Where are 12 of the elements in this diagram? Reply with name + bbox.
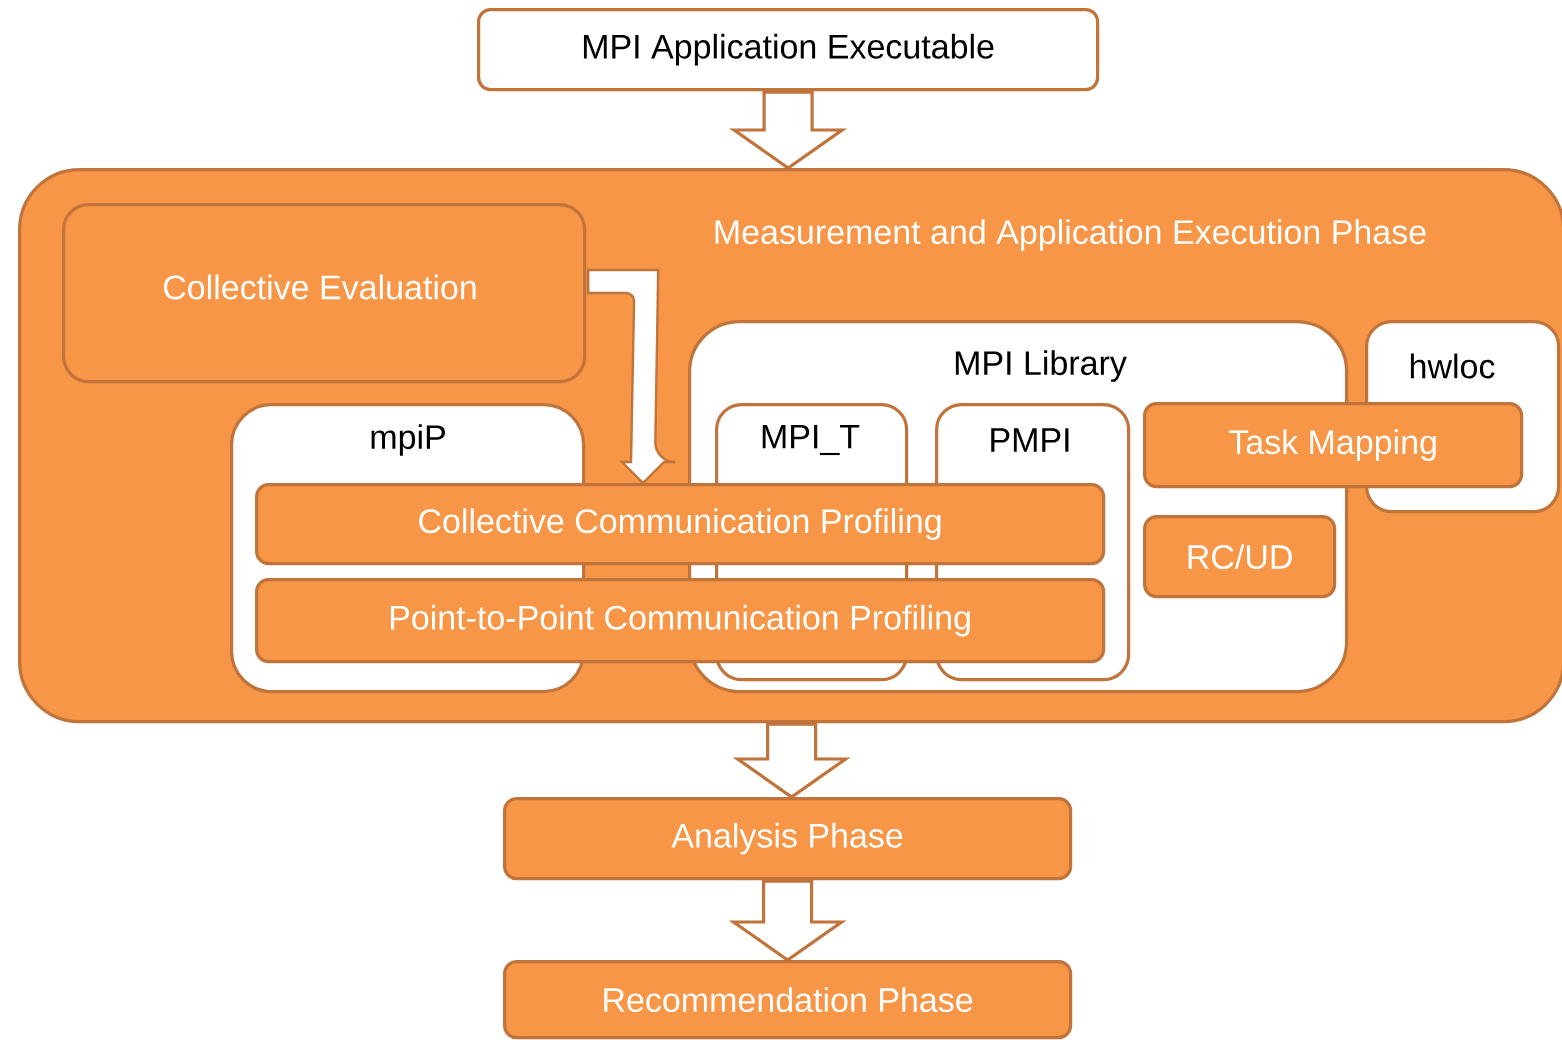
block-arrow bbox=[732, 722, 851, 799]
process-box: Point-to-Point Communication Profiling bbox=[255, 578, 1106, 664]
process-box: RC/UD bbox=[1143, 515, 1337, 599]
block-arrow bbox=[729, 90, 848, 170]
phase-box: Recommendation Phase bbox=[503, 960, 1073, 1040]
bent-arrow bbox=[587, 268, 677, 485]
process-box: MPI Application Executable bbox=[477, 8, 1100, 92]
process-box: Collective Communication Profiling bbox=[255, 483, 1106, 566]
process-box: Collective Evaluation bbox=[62, 203, 587, 384]
phase-box: Analysis Phase bbox=[503, 797, 1073, 881]
process-box: Task Mapping bbox=[1143, 402, 1524, 489]
block-arrow bbox=[728, 879, 847, 962]
